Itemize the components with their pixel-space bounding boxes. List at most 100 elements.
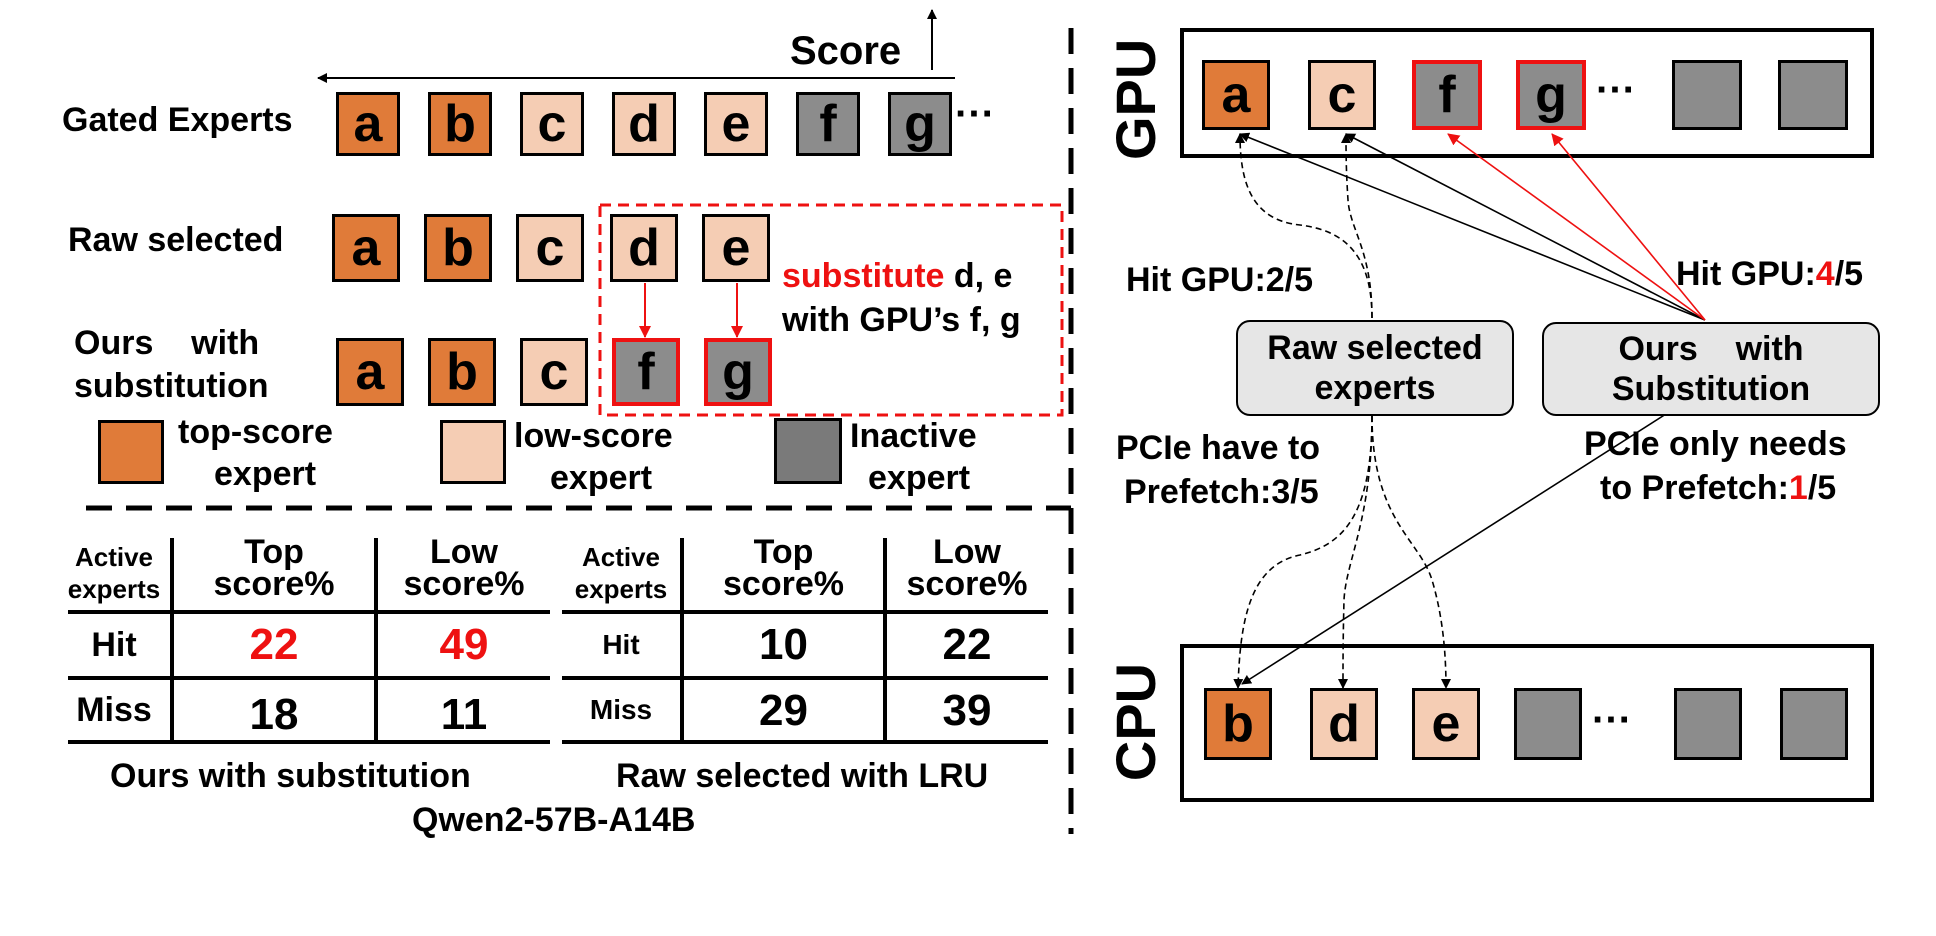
gpu-expert-c: c — [1308, 60, 1376, 130]
table-ours-row-hit-label: Hit — [91, 626, 137, 664]
table-raw-hit-low: 22 — [942, 620, 992, 669]
table-raw-col2-line2: score% — [906, 565, 1028, 603]
raw-box-line2: experts — [1314, 369, 1436, 407]
raw-expert-a: a — [332, 214, 400, 282]
table-ours-hit-top: 22 — [249, 620, 299, 669]
raw-expert-e: e — [702, 214, 770, 282]
ours-to-gpu-c — [1345, 133, 1706, 321]
gated-expert-e: e — [704, 92, 768, 156]
ours-to-cpu-b — [1241, 413, 1667, 685]
legend-low-line2: expert — [550, 459, 653, 497]
raw-to-gpu-a — [1235, 133, 1373, 319]
raw-expert-b: b — [424, 214, 492, 282]
score-label: Score — [790, 29, 902, 73]
pcie-left-line2: Prefetch:3/5 — [1124, 473, 1319, 511]
pcie-right-pre: to Prefetch: — [1600, 469, 1789, 507]
ours-to-gpu-g — [1551, 133, 1706, 321]
gpu-expert-g: g — [1516, 60, 1586, 130]
substitute-text-line1: substitute d, e — [782, 256, 1012, 296]
table-ours-col2-line1: Low — [430, 533, 498, 571]
legend-low-line1: low-score — [514, 417, 673, 455]
cpu-inactive-3 — [1780, 688, 1848, 760]
legend-top-swatch — [98, 420, 164, 484]
legend-low-swatch — [440, 420, 506, 484]
pcie-right-post: /5 — [1807, 469, 1837, 507]
gated-ellipsis: ··· — [955, 92, 995, 136]
gpu-container — [1180, 28, 1874, 158]
ours-box-line2: Substitution — [1611, 370, 1811, 408]
pcie-right-num: 1 — [1788, 469, 1808, 507]
table-ours-lines — [68, 538, 550, 744]
cpu-expert-e: e — [1412, 688, 1480, 760]
ours-expert-c: c — [520, 338, 588, 406]
table-raw-hit-top: 10 — [759, 620, 808, 669]
table-raw-corner-line1: Active — [581, 542, 661, 572]
table-ours-caption: Ours with substitution — [110, 757, 471, 795]
raw-expert-d: d — [610, 214, 678, 282]
substitution-region — [598, 203, 1064, 417]
raw-to-cpu-d — [1338, 415, 1373, 689]
ours-expert-f: f — [612, 338, 680, 406]
substitute-rest: d, e — [944, 257, 1013, 295]
table-ours-row-miss-label: Miss — [76, 691, 152, 729]
table-raw-col1-line1: Top — [753, 533, 814, 571]
cpu-inactive-2 — [1674, 688, 1742, 760]
raw-to-gpu-c — [1341, 133, 1373, 319]
gpu-expert-a: a — [1202, 60, 1270, 130]
gated-expert-f: f — [796, 92, 860, 156]
substitute-text-line2: with GPU’s f, g — [782, 301, 1021, 339]
pcie-right-line1: PCIe only needs — [1584, 425, 1847, 463]
ours-box-line1: Ours with — [1618, 330, 1804, 368]
pcie-left-line1: PCIe have to — [1116, 429, 1321, 467]
table-raw-miss-top: 29 — [759, 686, 808, 735]
legend-inactive-swatch — [774, 418, 842, 484]
legend-top-line1: top-score — [178, 413, 333, 451]
cpu-expert-d: d — [1310, 688, 1378, 760]
legend-top-line2: expert — [214, 455, 317, 493]
legend-inactive-line1: Inactive — [850, 417, 977, 455]
ours-to-gpu-a — [1239, 132, 1706, 321]
gated-expert-a: a — [336, 92, 400, 156]
table-ours-col2-header: Low score% — [376, 530, 552, 606]
cpu-label: CPU — [1104, 662, 1167, 782]
gpu-ellipsis: ··· — [1596, 68, 1636, 112]
cpu-inactive-1 — [1514, 688, 1582, 760]
table-raw-col2-header: Low score% — [885, 530, 1049, 606]
ours-to-gpu-f — [1447, 133, 1706, 321]
model-name: Qwen2-57B-A14B — [412, 801, 696, 839]
gated-expert-b: b — [428, 92, 492, 156]
gpu-inactive-1 — [1672, 60, 1742, 130]
cpu-ellipsis: ··· — [1592, 698, 1632, 742]
table-ours-miss-top: 18 — [249, 690, 299, 739]
raw-to-cpu-b — [1233, 415, 1373, 689]
table-ours-corner-line1: Active — [74, 542, 154, 572]
table-raw-corner-line2: experts — [574, 574, 668, 604]
cpu-expert-b: b — [1204, 688, 1272, 760]
table-ours-corner-line2: experts — [67, 574, 161, 604]
cpu-container — [1180, 644, 1874, 802]
pcie-right-line2: to Prefetch:1/5 — [1600, 468, 1836, 508]
ours-expert-g: g — [704, 338, 772, 406]
hit-gpu-right-pre: Hit GPU: — [1676, 255, 1816, 293]
raw-selected-label: Raw selected — [68, 221, 284, 259]
hit-gpu-right-post: /5 — [1834, 255, 1864, 293]
gated-expert-c: c — [520, 92, 584, 156]
ours-label-line1: Ours with — [74, 324, 260, 362]
gpu-expert-f: f — [1412, 60, 1482, 130]
ours-with-substitution-box: Ours with Substitution — [1542, 322, 1880, 416]
gated-expert-d: d — [612, 92, 676, 156]
raw-selected-experts-box: Raw selected experts — [1236, 320, 1514, 416]
table-raw-miss-low: 39 — [942, 686, 992, 735]
ours-label-line2: substitution — [74, 367, 269, 405]
table-raw-col1-line2: score% — [723, 565, 844, 603]
table-ours-miss-low: 11 — [440, 690, 488, 739]
gpu-label: GPU — [1104, 38, 1167, 160]
table-raw-col2-line1: Low — [933, 533, 1001, 571]
raw-box-line1: Raw selected — [1267, 329, 1483, 367]
raw-expert-c: c — [516, 214, 584, 282]
hit-gpu-right-num: 4 — [1815, 255, 1835, 293]
substitute-word: substitute — [782, 257, 945, 295]
table-raw-col1-header: Top score% — [682, 530, 885, 606]
gated-expert-g: g — [888, 92, 952, 156]
